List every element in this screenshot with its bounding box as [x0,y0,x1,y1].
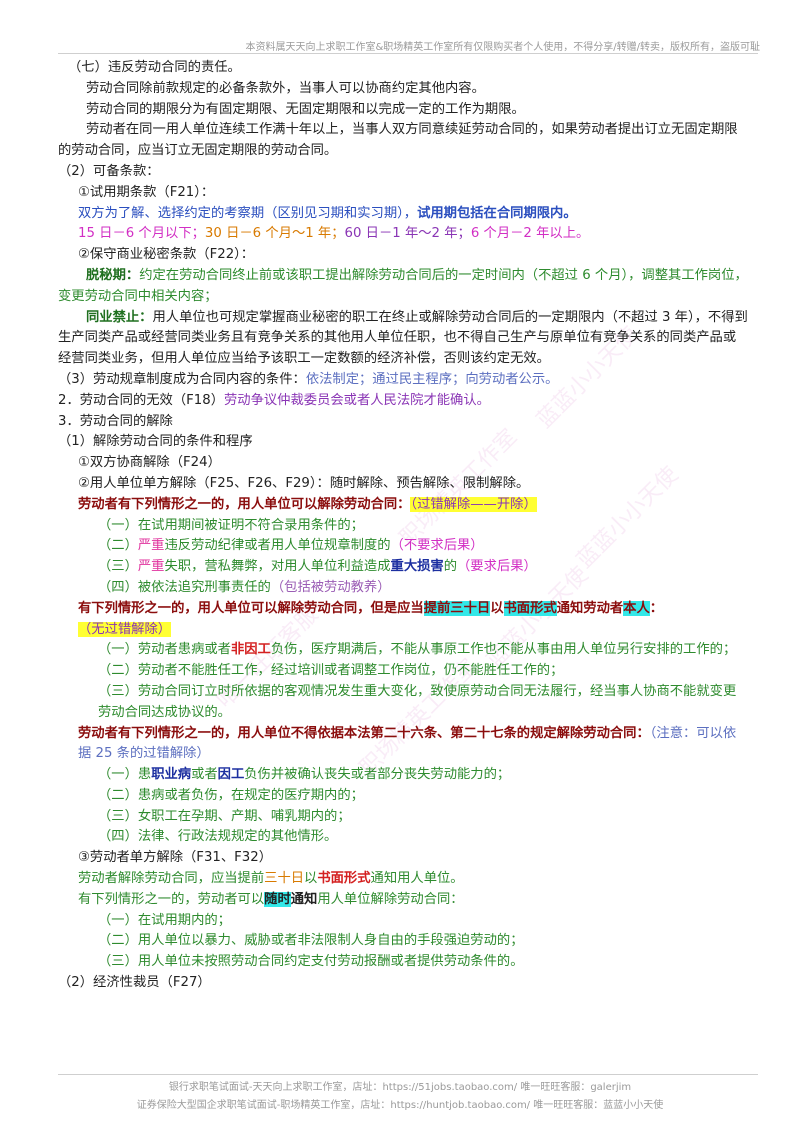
highlight: 书面形式 [503,600,557,616]
text-span: 2．劳动合同的无效（F18） [58,392,224,408]
section-heading: 3．劳动合同的解除 [58,413,173,429]
list-item: （三）用人单位未按照劳动合同约定支付劳动报酬或者提供劳动条件的。 [98,954,524,970]
term: 同业禁止： [86,309,153,325]
paragraph: 有下列情形之一的，用人单位可以解除劳动合同，但是应当提前三十日以书面形式通知劳动… [58,599,748,641]
text-span: 用人单位解除劳动合同： [317,891,464,907]
text-span: （要求后果） [457,559,537,575]
paragraph: 劳动者有下列情形之一的，用人单位不得依据本法第二十六条、第二十七条的规定解除劳动… [58,724,748,766]
text-span: 职业病 [151,767,192,783]
text-span: 严重 [137,559,165,575]
paragraph: 双方为了解、选择约定的考察期（区别见习期和实习期），试用期包括在合同期限内。 [58,204,748,225]
list-item: （三）劳动合同订立时所依据的客观情况发生重大变化，致使原劳动合同无法履行，经当事… [98,683,737,720]
text-span: 双方为了解、选择约定的考察期（区别见习期和实习期）， [78,205,418,221]
text-span: 非因工 [230,642,271,658]
text-span: （二） [98,538,138,554]
list-item: （二）劳动者不能胜任工作，经过培训或者调整工作岗位，仍不能胜任工作的； [98,663,564,679]
list-item: （一）劳动者患病或者非因工负伤，医疗期满后，不能从事原工作也不能从事由用人单位另… [58,640,748,661]
text-span: （一）患 [98,767,152,783]
page-footer-line1: 银行求职笔试面试-天天向上求职工作室，店址：https://51jobs.tao… [168,1082,632,1093]
paragraph: 脱秘期：约定在劳动合同终止前或该职工提出解除劳动合同后的一定时间内（不超过 6 … [58,266,748,308]
text-span: 通知劳动者 [556,600,624,616]
text-span: 以 [490,600,504,616]
text-span: （3）劳动规章制度成为合同内容的条件： [58,371,306,387]
paragraph: 劳动者在同一用人单位连续工作满十年以上，当事人双方同意续延劳动合同的，如果劳动者… [58,122,738,159]
paragraph: ②保守商业秘密条款（F22）： [78,247,255,263]
text-span: 违反劳动纪律或者用人单位规章制度的 [164,538,391,554]
text-span: （不要求后果） [390,538,484,554]
text-span: 6 个月－2 年以上。 [470,226,590,242]
text-span: （包括被劳动教养） [270,579,391,595]
paragraph: 劳动者解除劳动合同，应当提前三十日以书面形式通知用人单位。 [58,869,748,890]
text-span: 30 日－6 个月～1 年； [204,226,345,242]
text-span: 重大损害 [390,559,444,575]
text-span: （一）劳动者患病或者 [98,642,231,658]
text-span: 因工 [217,767,245,783]
highlight: 提前三十日 [423,600,491,616]
paragraph: （3）劳动规章制度成为合同内容的条件：依法制定；通过民主程序；向劳动者公示。 [58,370,748,391]
list-item: （四）法律、行政法规规定的其他情形。 [98,829,338,845]
text-span: 或者 [191,767,218,783]
text-span: 试用期包括在合同期限内。 [417,205,577,221]
list-item: （四）被依法追究刑事责任的（包括被劳动教养） [58,578,748,599]
text-span: 负伤并被确认丧失或者部分丧失劳动能力的； [244,767,511,783]
page-footer-line2: 证券保险大型国企求职笔试面试-职场精英工作室，店址：https://huntjo… [136,1100,664,1111]
highlight: （无过错解除） [78,621,172,637]
text-span: 书面形式 [317,871,371,887]
text-span: 用人单位也可规定掌握商业秘密的职工在终止或解除劳动合同后的一定期限内（不超过 3… [58,309,748,367]
paragraph: 劳动者有下列情形之一的，用人单位可以解除劳动合同：（过错解除——开除） [58,495,748,516]
paragraph: 有下列情形之一的，劳动者可以随时通知用人单位解除劳动合同： [58,890,748,911]
text-span: 劳动者有下列情形之一的，用人单位可以解除劳动合同： [78,496,411,512]
list-item: （三）严重失职，营私舞弊，对用人单位利益造成重大损害的（要求后果） [58,557,748,578]
list-item: （一）在试用期间被证明不符合录用条件的； [98,517,364,533]
section-heading: （1）解除劳动合同的条件和程序 [58,434,253,450]
paragraph: ②用人单位单方解除（F25、F26、F29）：随时解除、预告解除、限制解除。 [78,475,530,491]
list-item: （二）用人单位以暴力、威胁或者非法限制人身自由的手段强迫劳动的； [98,933,524,949]
header-rule [58,53,758,54]
highlight: 本人 [623,600,650,616]
text-span: （注意：可以依据 25 条的过错解除） [78,725,737,762]
text-span: ： [649,600,664,616]
text-span: 有下列情形之一的，用人单位可以解除劳动合同，但是应当 [78,600,424,616]
document-body: （七）违反劳动合同的责任。 劳动合同除前款规定的必备条款外，当事人可以协商约定其… [58,58,748,994]
paragraph: 同业禁止：用人单位也可规定掌握商业秘密的职工在终止或解除劳动合同后的一定期限内（… [58,308,748,370]
text-span: 失职，营私舞弊，对用人单位利益造成 [164,559,391,575]
paragraph: 劳动合同除前款规定的必备条款外，当事人可以协商约定其他内容。 [86,80,485,96]
list-item: （一）患职业病或者因工负伤并被确认丧失或者部分丧失劳动能力的； [58,765,748,786]
text-span: 劳动争议仲裁委员会或者人民法院才能确认。 [224,392,490,408]
list-item: （二）患病或者负伤，在规定的医疗期内的； [98,787,364,803]
paragraph: （七）违反劳动合同的责任。 [68,60,241,75]
text-span: 60 日－1 年～2 年； [344,226,471,242]
list-item: （二）严重违反劳动纪律或者用人单位规章制度的（不要求后果） [58,536,748,557]
footer-rule [58,1074,758,1075]
text-span: 有下列情形之一的，劳动者可以 [78,891,265,907]
paragraph: ③劳动者单方解除（F31、F32） [78,850,273,866]
text-span: 劳动者有下列情形之一的，用人单位不得依据本法第二十六条、第二十七条的规定解除劳动… [78,725,650,741]
paragraph: ①试用期条款（F21）： [78,184,215,200]
text-span: 劳动者解除劳动合同，应当提前 [78,871,265,887]
text-span: 通知 [290,891,318,907]
paragraph: 2．劳动合同的无效（F18）劳动争议仲裁委员会或者人民法院才能确认。 [58,391,748,412]
text-span: （三） [98,559,138,575]
highlight: 随时 [264,891,291,907]
text-span: 通知用人单位。 [370,871,464,887]
text-span: 严重 [137,538,165,554]
text-span: 约定在劳动合同终止前或该职工提出解除劳动合同后的一定时间内（不超过 6 个月），… [58,267,748,304]
section-heading: （2）可备条款： [58,163,160,179]
text-span: 三十日 [264,871,305,887]
paragraph: ①双方协商解除（F24） [78,455,221,471]
list-item: （三）女职工在孕期、产期、哺乳期内的； [98,808,351,824]
highlight: （过错解除——开除） [410,496,537,512]
paragraph: 15 日－6 个月以下；30 日－6 个月～1 年；60 日－1 年～2 年；6… [58,224,748,245]
text-span: 负伤，医疗期满后，不能从事原工作也不能从事由用人单位另行安排的工作的； [270,642,737,658]
list-item: （一）在试用期内的； [98,912,231,928]
section-heading: （2）经济性裁员（F27） [58,975,211,991]
page-header: 本资料属天天向上求职工作室&职场精英工作室所有仅限购买者个人使用，不得分享/转赠… [245,42,760,53]
text-span: 15 日－6 个月以下； [78,226,205,242]
text-span: 的 [443,559,458,575]
text-span: （四）被依法追究刑事责任的 [98,579,271,595]
paragraph: 劳动合同的期限分为有固定期限、无固定期限和以完成一定的工作为期限。 [86,101,525,117]
text-span: 依法制定；通过民主程序；向劳动者公示。 [305,371,559,387]
text-span: 以 [304,871,318,887]
term: 脱秘期： [86,267,140,283]
